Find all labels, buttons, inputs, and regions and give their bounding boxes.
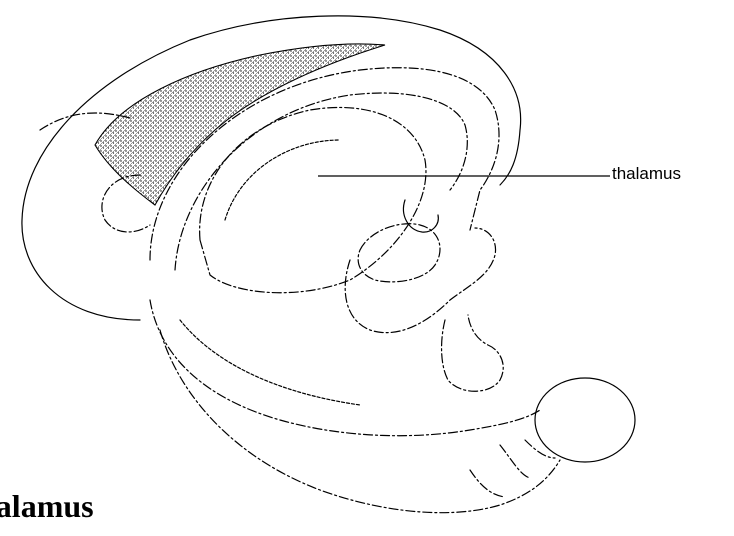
olfactory-bulb: [535, 378, 635, 462]
thalamus-label: thalamus: [612, 164, 681, 184]
lower-fold-1: [470, 470, 505, 497]
brainstem-connector: [345, 228, 495, 333]
stippled-band: [95, 44, 385, 205]
small-node: [404, 200, 439, 232]
lower-fold-3: [525, 440, 555, 458]
lower-lobe-outline: [160, 330, 560, 513]
pituitary-stalk: [442, 315, 504, 391]
thalamus-inner-curve: [225, 140, 340, 220]
inner-lower-curve: [180, 320, 360, 405]
midbrain-region: [358, 224, 440, 282]
lower-fold-2: [500, 445, 530, 478]
caption-heading: halamus: [0, 488, 94, 525]
